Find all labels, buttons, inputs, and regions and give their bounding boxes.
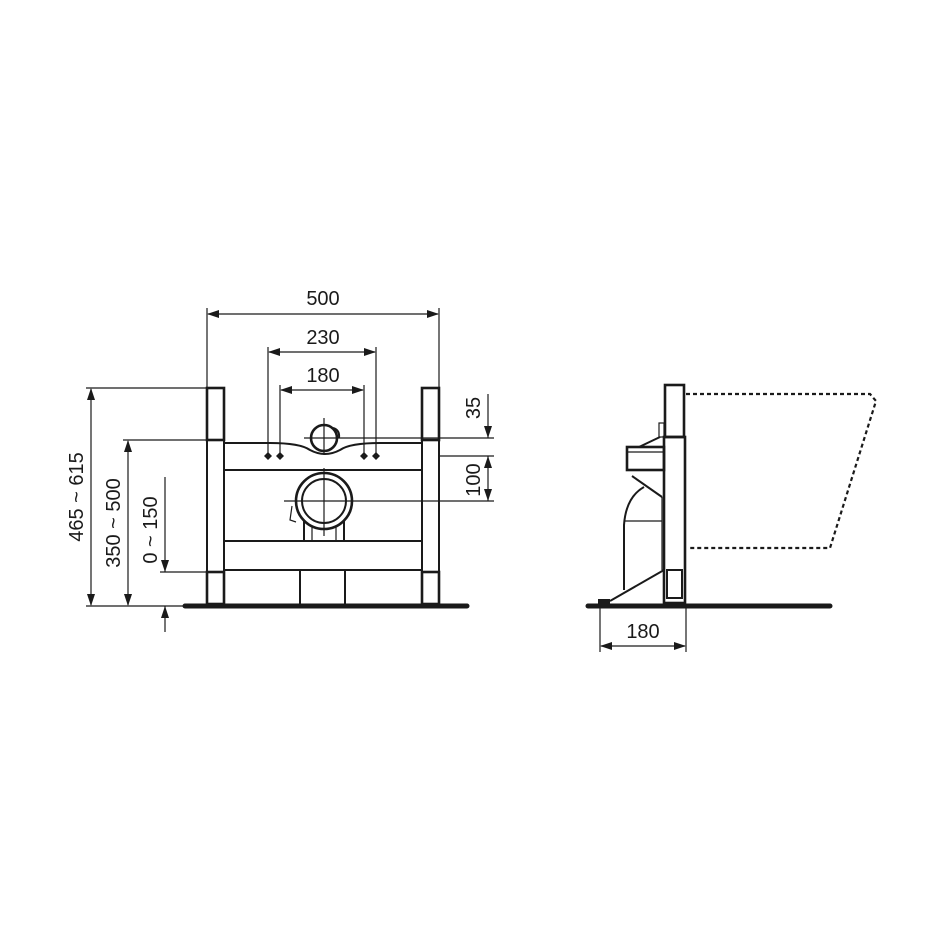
dim-label-35: 35: [463, 397, 485, 419]
dimension-180-front: 180: [279, 365, 365, 456]
right-post: [420, 386, 441, 606]
dimension-100: 100: [463, 456, 492, 501]
dim-label-500: 500: [306, 288, 339, 310]
dim-label-465-615: 465 ~ 615: [66, 452, 88, 542]
side-frame-post: [662, 383, 687, 605]
dim-label-100: 100: [463, 463, 485, 496]
dimension-500: 500: [206, 288, 440, 388]
toilet-bowl-outline: [686, 392, 878, 550]
front-view: 500 230 180 35: [66, 288, 494, 632]
center-lines: [284, 418, 494, 536]
dimension-0-150: 0 ~ 150: [140, 477, 207, 632]
dimension-350-500: 350 ~ 500: [103, 439, 207, 606]
dimension-465-615: 465 ~ 615: [66, 387, 207, 607]
crossbars: [224, 442, 422, 604]
side-outlet-body: [623, 475, 663, 590]
dimension-230: 230: [267, 327, 377, 456]
side-foot-brace: [598, 569, 665, 604]
left-post: [205, 386, 226, 606]
outlet-pipe: [289, 471, 354, 541]
side-view: 180: [585, 383, 878, 652]
dim-label-180-front: 180: [306, 365, 339, 387]
dimension-35: 35: [439, 394, 494, 457]
dim-label-230: 230: [306, 327, 339, 349]
dim-label-0-150: 0 ~ 150: [140, 496, 162, 563]
dim-label-180-side: 180: [626, 621, 659, 643]
dimension-180-side: 180: [599, 606, 687, 652]
side-inlet-fitting: [625, 422, 666, 472]
dim-label-350-500: 350 ~ 500: [103, 478, 125, 568]
